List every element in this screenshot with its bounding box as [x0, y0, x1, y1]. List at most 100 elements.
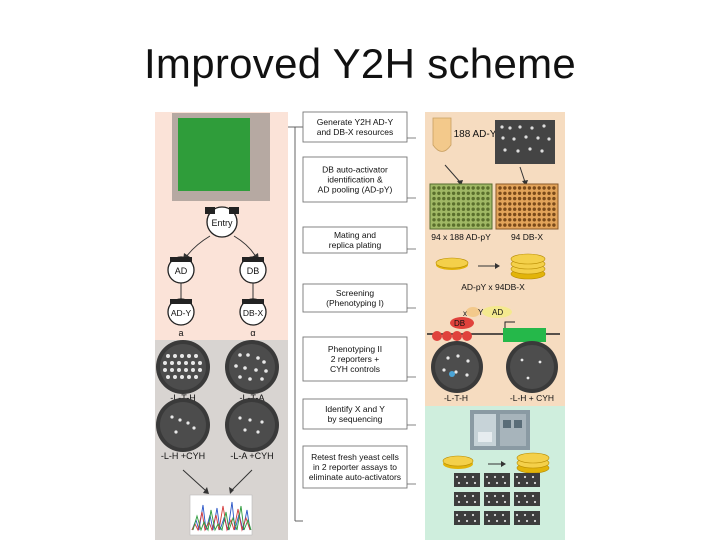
- well: [547, 186, 551, 190]
- plate-ltA: [225, 340, 279, 394]
- well: [508, 186, 512, 190]
- well: [547, 212, 551, 217]
- well: [451, 207, 456, 211]
- well: [547, 218, 551, 222]
- step-connector-lines: [288, 126, 303, 522]
- right-plate-label-2: -L-H + CYH: [510, 393, 554, 403]
- step-box: [302, 336, 408, 382]
- colony: [533, 481, 537, 485]
- well: [522, 207, 527, 211]
- well: [466, 196, 470, 201]
- db-x-count: 94 DB-X: [511, 232, 543, 242]
- plate-lh-cyh: [156, 398, 210, 452]
- well: [481, 191, 485, 195]
- stacked-plates: [510, 253, 546, 280]
- db-x-plasmid: DB-X α: [239, 298, 267, 338]
- well: [486, 191, 490, 195]
- retest-plate: [484, 492, 510, 506]
- step-text: replica plating: [329, 240, 382, 250]
- colony: [515, 513, 519, 517]
- well: [486, 207, 490, 211]
- colony: [463, 513, 467, 517]
- colony: [487, 481, 491, 485]
- well: [486, 186, 490, 190]
- well: [451, 212, 456, 217]
- colony: [503, 500, 507, 504]
- well: [481, 223, 485, 227]
- colony: [455, 494, 459, 498]
- y-label: Y: [478, 308, 484, 317]
- well: [456, 202, 461, 206]
- step-text: (Phenotyping I): [326, 298, 384, 308]
- colony: [495, 481, 499, 485]
- well: [527, 207, 532, 211]
- well: [503, 207, 507, 211]
- colony: [471, 475, 475, 479]
- step-text: Identify X and Y: [325, 404, 385, 414]
- well: [456, 207, 461, 211]
- colony: [523, 513, 527, 517]
- well: [461, 191, 466, 195]
- well: [486, 196, 490, 201]
- colony: [523, 475, 527, 479]
- entry-square: [178, 118, 250, 191]
- x-label: x: [463, 309, 467, 318]
- colony: [531, 513, 535, 517]
- well: [503, 196, 507, 201]
- well: [527, 218, 532, 222]
- arrow-entry-to-db: [233, 235, 257, 258]
- well: [537, 191, 541, 195]
- colony: [465, 481, 469, 485]
- well: [456, 218, 461, 222]
- well: [437, 186, 441, 190]
- well: [527, 212, 532, 217]
- well: [451, 202, 456, 206]
- plate-la-cyh: [225, 398, 279, 452]
- well: [552, 223, 556, 227]
- step-box: [302, 156, 408, 203]
- colony: [455, 513, 459, 517]
- well: [503, 202, 507, 206]
- well: [503, 186, 507, 190]
- well: [547, 223, 551, 227]
- well: [481, 207, 485, 211]
- step-text: and DB-X resources: [317, 127, 394, 137]
- well: [437, 202, 441, 206]
- db-x-well-plate: [495, 183, 559, 230]
- well: [471, 186, 475, 190]
- pool-label: 94 x 188 AD-pY: [431, 232, 491, 242]
- well: [532, 207, 536, 211]
- well: [466, 191, 470, 195]
- well: [522, 212, 527, 217]
- entry-plasmid: Entry: [205, 206, 239, 238]
- well: [532, 218, 536, 222]
- well: [542, 196, 546, 201]
- retest-plate: [484, 511, 510, 525]
- single-plate: [435, 257, 469, 270]
- colony: [495, 500, 499, 504]
- slide-title: Improved Y2H scheme: [143, 40, 577, 87]
- well: [432, 212, 436, 217]
- well: [532, 202, 536, 206]
- well: [537, 207, 541, 211]
- well: [486, 202, 490, 206]
- well: [547, 207, 551, 211]
- well: [527, 186, 532, 190]
- well: [513, 202, 517, 206]
- step-box: [302, 226, 408, 254]
- colony: [503, 519, 507, 523]
- well: [447, 202, 451, 206]
- well: [442, 186, 446, 190]
- well: [476, 218, 480, 222]
- sequencing-chromatogram: [189, 494, 253, 536]
- colony: [463, 494, 467, 498]
- retest-plate: [514, 492, 540, 506]
- well: [503, 218, 507, 222]
- well: [432, 223, 436, 227]
- well: [513, 191, 517, 195]
- tube-icon: [432, 117, 452, 152]
- step-text: DB auto-activator: [322, 165, 388, 175]
- step-box: [302, 398, 408, 430]
- well: [522, 191, 527, 195]
